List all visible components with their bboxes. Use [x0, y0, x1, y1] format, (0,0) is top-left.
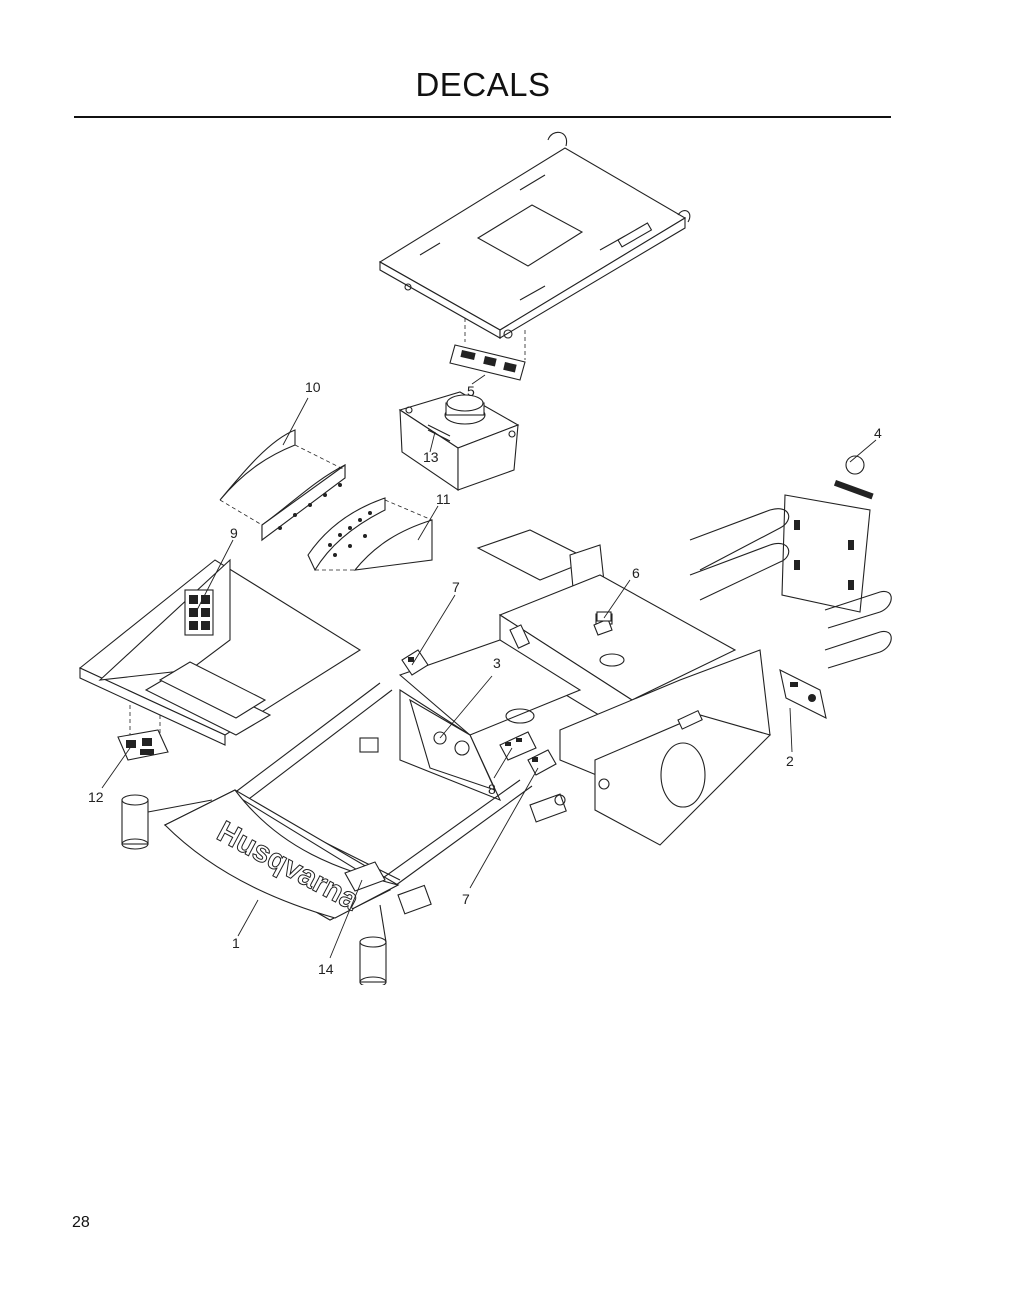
callout-7-lower: 7: [462, 891, 470, 907]
callout-6: 6: [632, 565, 640, 581]
decal-6: [596, 611, 612, 622]
decal-5-warning-strip: [449, 344, 526, 381]
callout-1: 1: [232, 935, 240, 951]
page-number: 28: [72, 1214, 90, 1231]
fuel-tank-assembly: [398, 391, 520, 492]
title-divider: [74, 116, 891, 118]
callout-3: 3: [493, 655, 501, 671]
callout-14: 14: [318, 961, 334, 977]
callout-9: 9: [230, 525, 238, 541]
callout-numbers: 1 2 3 4 5 6 7 7 8 9 10 11 12 13 14: [88, 379, 882, 977]
callout-10: 10: [305, 379, 321, 395]
foot-pan-assembly: [78, 558, 362, 746]
callout-8: 8: [488, 781, 496, 797]
front-deck-assembly: Husqvarna: [121, 789, 400, 985]
decal-2-panel: [779, 668, 827, 720]
fender-decals-left: [219, 429, 346, 542]
callout-2: 2: [786, 753, 794, 769]
callout-13: 13: [423, 449, 439, 465]
callout-5: 5: [467, 383, 475, 399]
page-title: DECALS: [415, 66, 551, 103]
fender-decals-right: [278, 483, 433, 572]
leader-lines: [101, 374, 877, 959]
callout-4: 4: [874, 425, 882, 441]
main-frame-assembly: [224, 529, 772, 915]
callout-11: 11: [436, 491, 451, 507]
callout-7-upper: 7: [452, 579, 460, 595]
decals-exploded-diagram: Husqvarna: [78, 131, 892, 985]
callout-12: 12: [88, 789, 104, 805]
roll-bar-assembly: [689, 455, 892, 669]
decal-12: [117, 729, 169, 761]
seat-pan-assembly: [378, 131, 691, 360]
